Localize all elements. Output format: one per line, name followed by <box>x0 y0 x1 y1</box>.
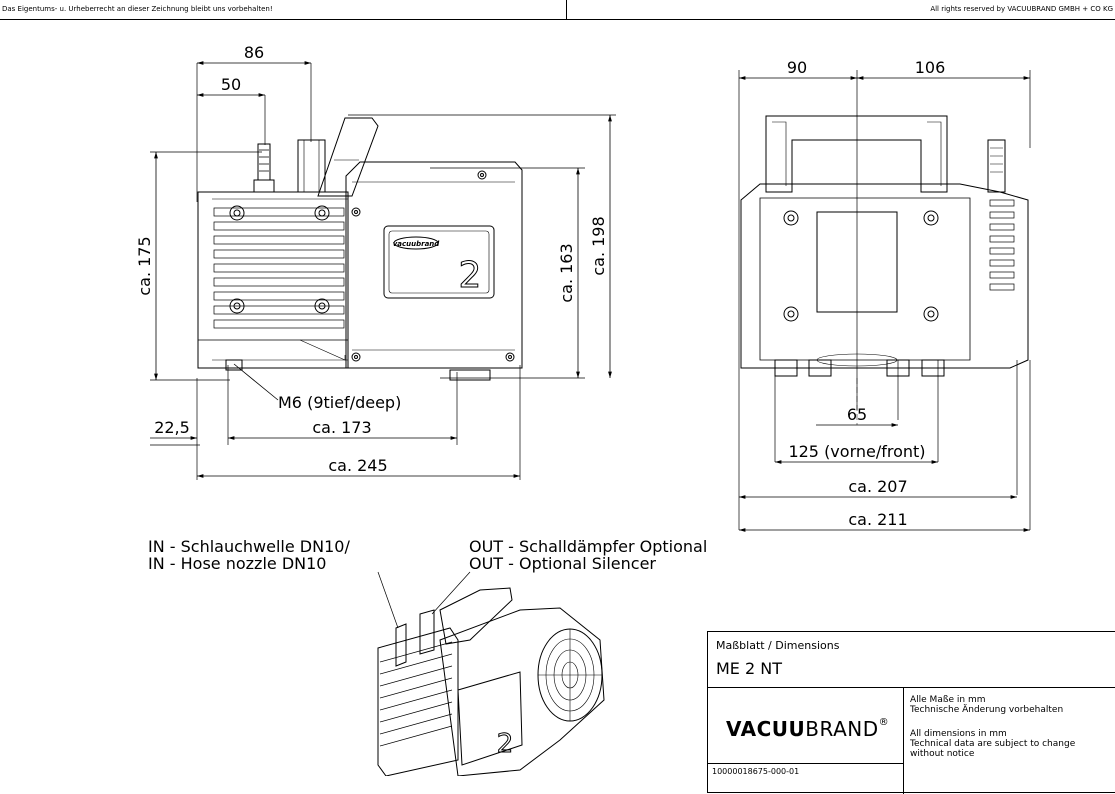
note-en-notice: without notice <box>910 749 975 759</box>
side-view <box>150 63 616 480</box>
doc-number-cell: 10000018675-000-01 <box>708 763 904 794</box>
sheet-type-label: Maßblatt / Dimensions <box>716 639 840 652</box>
dim-ca-198: ca. 198 <box>589 216 608 275</box>
header-left-cell: Das Eigentums- u. Urheberrecht an dieser… <box>0 0 567 20</box>
note-en-units: All dimensions in mm <box>910 729 1007 739</box>
brand-light-part: BRAND <box>805 717 879 741</box>
drawing-canvas: 2 vacuubrand 86 50 ca. 175 ca. 163 ca. 1… <box>135 43 1031 776</box>
dim-ca-211: ca. 211 <box>848 510 907 529</box>
brand-cell: VACUUBRAND® <box>708 687 904 767</box>
copyright-notice-en: All rights reserved by VACUUBRAND GMBH +… <box>930 5 1113 13</box>
side-panel-logo: vacuubrand <box>393 240 441 248</box>
in-label-en: IN - Hose nozzle DN10 <box>148 554 326 573</box>
vacuubrand-logo: VACUUBRAND® <box>726 717 889 741</box>
front-view-dimension-lines <box>739 76 1030 532</box>
dim-22-5: 22,5 <box>154 418 190 437</box>
title-block: Maßblatt / Dimensions ME 2 NT VACUUBRAND… <box>707 631 1115 794</box>
side-panel-number: 2 <box>459 255 482 296</box>
out-label-de: OUT - Schalldämpfer Optional <box>469 537 707 556</box>
dim-90: 90 <box>787 58 807 77</box>
document-number: 10000018675-000-01 <box>712 767 800 776</box>
out-label-en: OUT - Optional Silencer <box>469 554 656 573</box>
dim-ca-175: ca. 175 <box>135 236 154 295</box>
front-view <box>738 70 1031 530</box>
dim-125-front: 125 (vorne/front) <box>788 442 925 461</box>
title-block-header-row: Maßblatt / Dimensions ME 2 NT <box>708 632 1115 688</box>
dim-65: 65 <box>847 405 867 424</box>
note-de-units: Alle Maße in mm <box>910 695 986 705</box>
dim-ca-163: ca. 163 <box>557 243 576 302</box>
isometric-view <box>377 571 605 776</box>
brand-bold-part: VACUU <box>726 717 806 741</box>
notes-cell: Alle Maße in mm Technische Änderung vorb… <box>904 687 1115 787</box>
note-en-change: Technical data are subject to change <box>910 739 1076 749</box>
dim-ca-207: ca. 207 <box>848 477 907 496</box>
note-de-change: Technische Änderung vorbehalten <box>910 705 1064 715</box>
dim-50: 50 <box>221 75 241 94</box>
dim-ca-173: ca. 173 <box>312 418 371 437</box>
brand-registered-mark: ® <box>878 717 890 728</box>
side-view-dimension-lines <box>150 61 612 478</box>
in-label-de: IN - Schlauchwelle DN10/ <box>148 537 350 556</box>
copyright-notice-de: Das Eigentums- u. Urheberrecht an dieser… <box>2 5 273 13</box>
thread-note: M6 (9tief/deep) <box>278 393 401 412</box>
dim-86: 86 <box>244 43 264 62</box>
dim-106: 106 <box>915 58 946 77</box>
header-right-cell: All rights reserved by VACUUBRAND GMBH +… <box>567 0 1115 20</box>
model-name: ME 2 NT <box>716 659 783 678</box>
dim-ca-245: ca. 245 <box>328 456 387 475</box>
iso-panel-number: 2 <box>497 729 514 759</box>
